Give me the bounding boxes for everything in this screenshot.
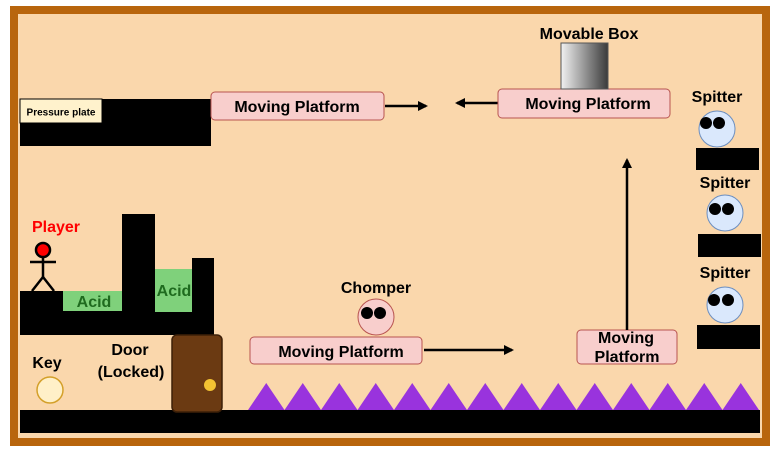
chomper-eye-right: [374, 307, 386, 319]
pressure-plate-label: Pressure plate: [27, 108, 96, 119]
spitter-label-2: Spitter: [700, 175, 751, 192]
movable-box: [560, 42, 609, 90]
spike: [722, 383, 759, 410]
key-icon: [36, 376, 64, 404]
spitter-1-eye-right: [713, 117, 725, 129]
spitter-ledge-1: [696, 148, 759, 170]
spitter-ledge-2: [698, 234, 761, 257]
spike: [686, 383, 723, 410]
spitter-3-eye-right: [722, 294, 734, 306]
door-knob: [204, 379, 216, 391]
moving-platform-top-right-label: Moving Platform: [525, 96, 650, 113]
acid-pool-2: [155, 269, 192, 312]
movable-box-label: Movable Box: [540, 26, 639, 43]
moving-platform-top-left-label: Moving Platform: [234, 99, 359, 116]
spike: [321, 383, 358, 410]
spitter-1-eye-left: [700, 117, 712, 129]
ground-floor: [20, 410, 760, 433]
player-label: Player: [32, 219, 80, 236]
spike-row: [248, 383, 759, 410]
moving-platform-right-label-line2: Platform: [595, 349, 660, 366]
acid-label-2: Acid: [157, 283, 192, 300]
spike: [357, 383, 394, 410]
moving-platform-right-label-line1: Moving: [598, 330, 654, 347]
spike: [467, 383, 504, 410]
moving-platform-top-left: [210, 91, 385, 121]
acid-pool-1: [63, 291, 122, 311]
spike: [613, 383, 650, 410]
spitter-2-eye-right: [722, 203, 734, 215]
spike: [248, 383, 285, 410]
moving-platform-bottom-label: Moving Platform: [278, 344, 403, 361]
pressure-plate: [19, 98, 103, 124]
chomper-label: Chomper: [341, 280, 411, 297]
spitter-ledge-3: [697, 325, 760, 349]
spike: [284, 383, 321, 410]
locked-door: [171, 334, 223, 413]
player-stick-figure: [30, 241, 56, 292]
spike: [503, 383, 540, 410]
spitter-3-eye-left: [708, 294, 720, 306]
spike: [394, 383, 431, 410]
chomper-eye-left: [361, 307, 373, 319]
moving-platform-bottom: [249, 336, 423, 365]
spitter-label-3: Spitter: [700, 265, 751, 282]
spitter-2-eye-left: [709, 203, 721, 215]
spike: [649, 383, 686, 410]
left-structure: [20, 214, 214, 335]
door-label-line2: (Locked): [98, 364, 165, 381]
acid-label-1: Acid: [77, 294, 112, 311]
key-label: Key: [32, 355, 61, 372]
spike: [576, 383, 613, 410]
spike: [430, 383, 467, 410]
spike: [540, 383, 577, 410]
door-label-line1: Door: [111, 342, 148, 359]
spitter-label-1: Spitter: [692, 89, 743, 106]
spitter-enemy-1: [698, 110, 736, 148]
